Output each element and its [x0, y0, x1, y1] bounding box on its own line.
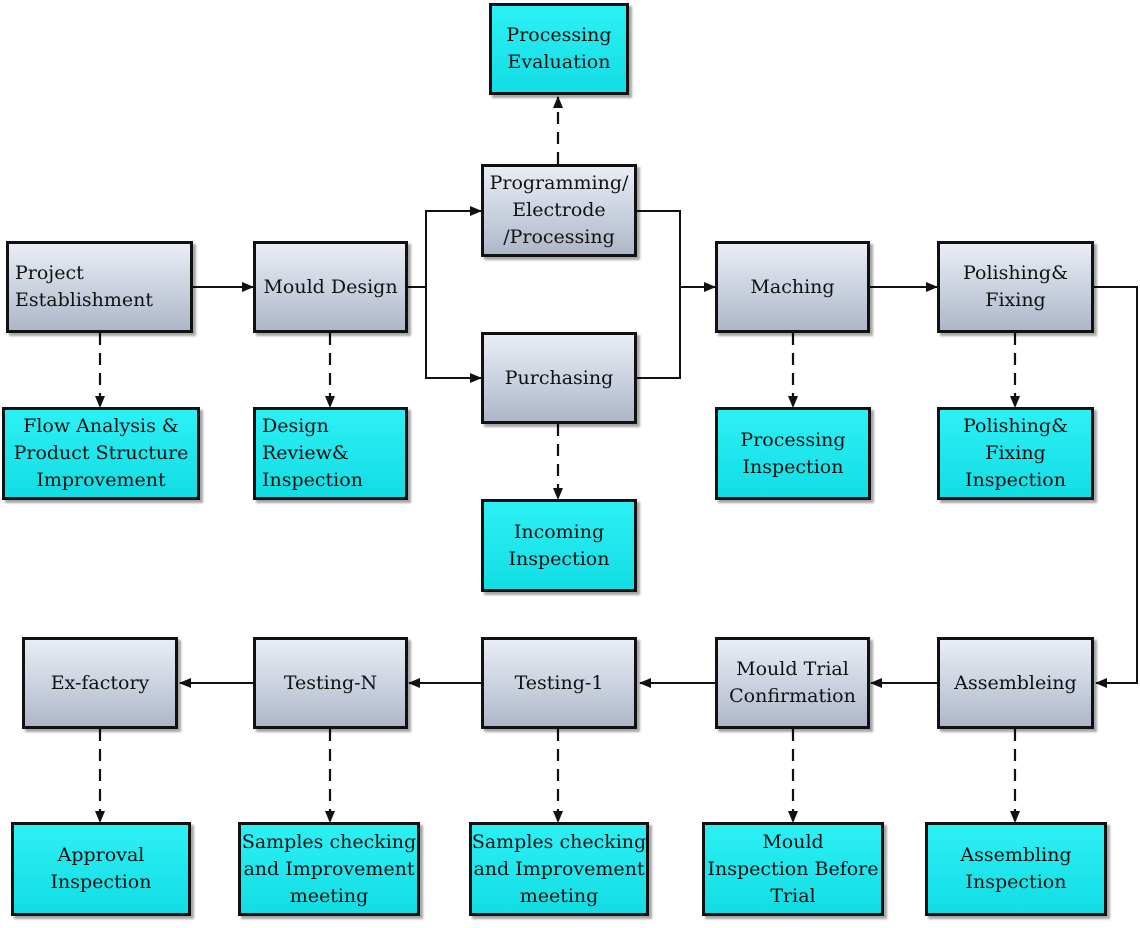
arrow-polishing-to-assembleing [1094, 286, 1138, 688]
node-design-review-inspection: Design Review& Inspection [253, 407, 408, 500]
node-programming-electrode-processing: Programming/ Electrode /Processing [481, 164, 637, 257]
node-mould-inspection-before-trial: Mould Inspection Before Trial [702, 822, 884, 916]
node-processing-inspection: Processing Inspection [715, 407, 871, 500]
node-samples-checking-n: Samples checking and Improvement meeting [238, 822, 420, 916]
line-purchasing-to-maching [637, 287, 681, 379]
node-polishing-fixing-inspection: Polishing& Fixing Inspection [937, 407, 1094, 500]
node-approval-inspection: Approval Inspection [11, 822, 191, 916]
node-mould-trial-confirmation: Mould Trial Confirmation [715, 637, 870, 729]
node-assembleing: Assembleing [937, 637, 1094, 729]
node-flow-analysis: Flow Analysis & Product Structure Improv… [2, 407, 200, 500]
node-mould-design: Mould Design [253, 241, 408, 333]
node-polishing-fixing: Polishing& Fixing [937, 241, 1094, 333]
node-incoming-inspection: Incoming Inspection [481, 499, 637, 592]
node-testing-1: Testing-1 [481, 637, 637, 729]
arrow-mould-design-split [408, 206, 482, 288]
node-processing-evaluation: Processing Evaluation [489, 3, 629, 95]
line-programming-to-maching [637, 210, 716, 292]
node-samples-checking-1: Samples checking and Improvement meeting [469, 822, 649, 916]
node-ex-factory: Ex-factory [22, 637, 178, 729]
node-project-establishment: Project Establishment [6, 241, 193, 333]
node-assembling-inspection: Assembling Inspection [925, 822, 1107, 916]
node-maching: Maching [715, 241, 870, 333]
node-testing-n: Testing-N [253, 637, 408, 729]
node-purchasing: Purchasing [481, 332, 637, 424]
arrow-mould-design-to-purchasing [425, 287, 482, 383]
